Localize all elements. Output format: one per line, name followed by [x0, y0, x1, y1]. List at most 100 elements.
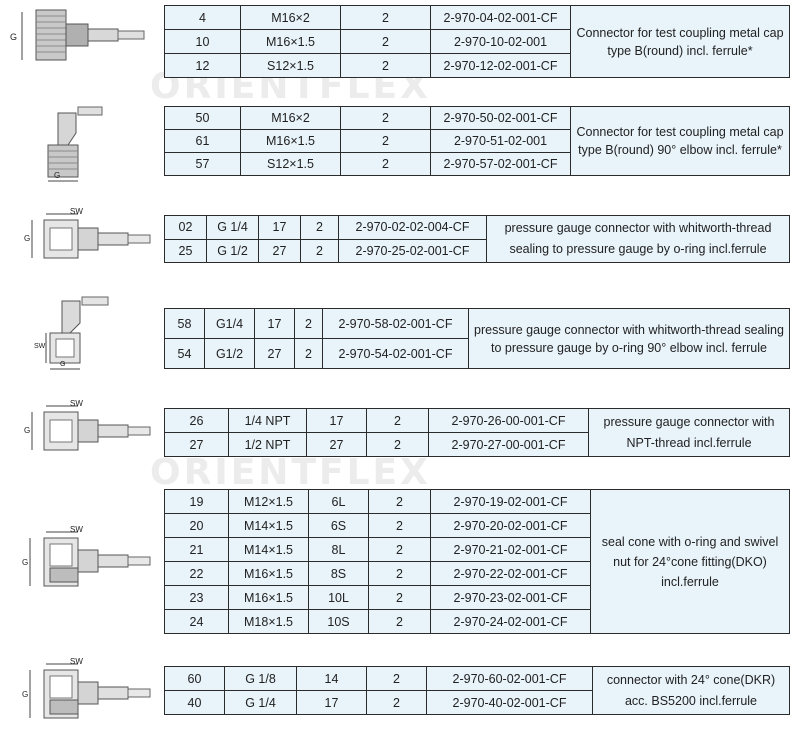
cell-no: 50 [164, 106, 241, 130]
dim-label-g: G [10, 32, 18, 42]
cell-size: 2 [368, 561, 431, 586]
cell-size: 2 [368, 513, 431, 538]
cell-no: 19 [164, 489, 229, 514]
cell-thread: S12×1.5 [240, 152, 341, 176]
cell-tube: 6S [308, 513, 369, 538]
cell-no: 40 [164, 690, 225, 715]
cell-size: 2 [366, 666, 427, 691]
cell-no: 24 [164, 609, 229, 634]
cell-no: 23 [164, 585, 229, 610]
cell-thread: G1/4 [204, 308, 255, 339]
cell-tube: 8S [308, 561, 369, 586]
cell-part-number: 2-970-19-02-001-CF [430, 489, 591, 514]
cell-part-number: 2-970-22-02-001-CF [430, 561, 591, 586]
seal-cone-drawing [6, 524, 156, 598]
cell-size: 2 [366, 408, 429, 433]
cell-size: 2 [340, 106, 431, 130]
table-row: 50 M16×2 2 2-970-50-02-001-CF Connector … [164, 106, 790, 176]
cell-thread: M16×1.5 [228, 561, 309, 586]
dim-label-g: G [60, 361, 66, 368]
dim-label-g: G [22, 558, 29, 567]
gauge-connector-drawing [6, 206, 156, 270]
cell-tube: 6L [308, 489, 369, 514]
cell-size: 2 [300, 215, 339, 240]
cell-thread: 1/4 NPT [228, 408, 307, 433]
cell-part-number: 2-970-20-02-001-CF [430, 513, 591, 538]
table-row: 20 M14×1.5 6S 2 2-970-20-02-001-CF [164, 513, 790, 538]
table-row: 10 M16×1.5 2 2-970-10-02-001 [164, 29, 790, 54]
cell-no: 57 [164, 152, 241, 176]
cell-description: pressure gauge connector with whitworth-… [468, 308, 790, 369]
table-row: 61 M16×1.5 2 2-970-51-02-001 [164, 129, 790, 153]
cell-thread: 1/2 NPT [228, 432, 307, 457]
cell-no: 60 [164, 666, 225, 691]
table-row: 40 G 1/4 17 2 2-970-40-02-001-CF [164, 690, 790, 715]
cell-part-number: 2-970-26-00-001-CF [428, 408, 589, 433]
cell-thread: M16×1.5 [240, 29, 341, 54]
table-row: 27 1/2 NPT 27 2 2-970-27-00-001-CF [164, 432, 790, 457]
cell-no: 20 [164, 513, 229, 538]
table-row: 19 M12×1.5 6L 2 2-970-19-02-001-CF seal … [164, 489, 790, 634]
cell-part-number: 2-970-58-02-001-CF [322, 308, 469, 339]
cell-size: 2 [340, 129, 431, 153]
cell-size: 2 [294, 338, 323, 369]
cell-no: 22 [164, 561, 229, 586]
cell-no: 4 [164, 5, 241, 30]
cell-sw: 17 [306, 408, 367, 433]
cell-part-number: 2-970-27-00-001-CF [428, 432, 589, 457]
cell-thread: M12×1.5 [228, 489, 309, 514]
table-row: 26 1/4 NPT 17 2 2-970-26-00-001-CF press… [164, 408, 790, 457]
cell-size: 2 [366, 690, 427, 715]
cell-size: 2 [340, 5, 431, 30]
cell-size: 2 [340, 53, 431, 78]
cell-thread: M14×1.5 [228, 537, 309, 562]
cell-size: 2 [368, 537, 431, 562]
cell-part-number: 2-970-04-02-001-CF [430, 5, 571, 30]
dim-label-sw: SW [70, 525, 83, 534]
coupling-drawing-1 [6, 2, 156, 72]
dkr-cone-connector-drawing [6, 656, 156, 728]
cell-no: 02 [164, 215, 207, 240]
cell-part-number: 2-970-23-02-001-CF [430, 585, 591, 610]
cell-thread: M16×2 [240, 106, 341, 130]
cell-size: 2 [368, 609, 431, 634]
cell-size: 2 [366, 432, 429, 457]
cell-sw: 27 [306, 432, 367, 457]
cell-thread: M18×1.5 [228, 609, 309, 634]
table-row: 02 G 1/4 17 2 2-970-02-02-004-CF pressur… [164, 215, 790, 263]
dim-label-sw: SW [34, 343, 46, 350]
elbow-coupling-drawing [6, 105, 156, 183]
table-row: 21 M14×1.5 8L 2 2-970-21-02-001-CF [164, 537, 790, 562]
cell-part-number: 2-970-10-02-001 [430, 29, 571, 54]
cell-thread: M16×1.5 [228, 585, 309, 610]
cell-part-number: 2-970-51-02-001 [430, 129, 571, 153]
cell-sw: 27 [258, 238, 301, 263]
cell-description: seal cone with o-ring and swivel nut for… [590, 489, 790, 634]
cell-part-number: 2-970-12-02-001-CF [430, 53, 571, 78]
cell-size: 2 [340, 152, 431, 176]
cell-thread: S12×1.5 [240, 53, 341, 78]
cell-thread: M16×2 [240, 5, 341, 30]
spec-table-7: 60 G 1/8 14 2 2-970-60-02-001-CF connect… [164, 666, 790, 715]
cell-size: 2 [368, 585, 431, 610]
table-row: 57 S12×1.5 2 2-970-57-02-001-CF [164, 152, 790, 176]
dim-label-sw: SW [70, 657, 83, 666]
table-row: 60 G 1/8 14 2 2-970-60-02-001-CF connect… [164, 666, 790, 715]
cell-thread: G 1/4 [206, 215, 259, 240]
table-row: 24 M18×1.5 10S 2 2-970-24-02-001-CF [164, 609, 790, 634]
spec-table-1: 4 M16×2 2 2-970-04-02-001-CF Connector f… [164, 5, 790, 78]
cell-part-number: 2-970-25-02-001-CF [338, 238, 487, 263]
table-row: 58 G1/4 17 2 2-970-58-02-001-CF pressure… [164, 308, 790, 369]
cell-sw: 17 [254, 308, 295, 339]
cell-thread: G 1/8 [224, 666, 297, 691]
cell-part-number: 2-970-21-02-001-CF [430, 537, 591, 562]
cell-part-number: 2-970-50-02-001-CF [430, 106, 571, 130]
table-row: 12 S12×1.5 2 2-970-12-02-001-CF [164, 53, 790, 78]
spec-table-2: 50 M16×2 2 2-970-50-02-001-CF Connector … [164, 106, 790, 176]
cell-size: 2 [368, 489, 431, 514]
dim-label-g: G [24, 234, 31, 243]
cell-description: Connector for test coupling metal cap ty… [570, 5, 790, 78]
spec-table-5: 26 1/4 NPT 17 2 2-970-26-00-001-CF press… [164, 408, 790, 457]
dim-label-g: G [54, 171, 61, 180]
cell-part-number: 2-970-60-02-001-CF [426, 666, 593, 691]
